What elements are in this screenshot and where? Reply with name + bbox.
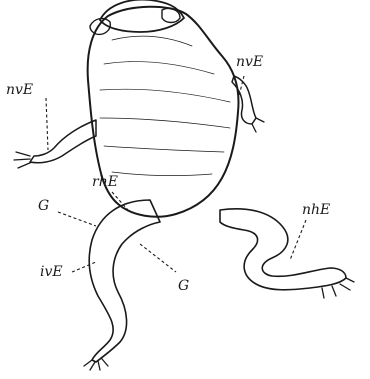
leader-ivE bbox=[72, 262, 96, 272]
leader-nhE bbox=[290, 220, 306, 260]
label-ivE: ivE bbox=[40, 264, 63, 280]
leader-G-lower bbox=[140, 244, 176, 272]
label-G-upper: G bbox=[38, 198, 49, 214]
left-forelimb bbox=[14, 120, 96, 168]
right-hind-leg bbox=[220, 209, 354, 298]
label-G-lower: G bbox=[178, 278, 189, 294]
toad-head bbox=[90, 0, 184, 34]
leader-G-upper bbox=[58, 212, 96, 226]
leader-nvE-left bbox=[46, 98, 48, 150]
label-nvE-left: nvE bbox=[6, 82, 33, 98]
label-nhE: nhE bbox=[302, 202, 330, 218]
label-nvE-right: nvE bbox=[236, 54, 263, 70]
label-rhE: rhE bbox=[92, 174, 118, 190]
